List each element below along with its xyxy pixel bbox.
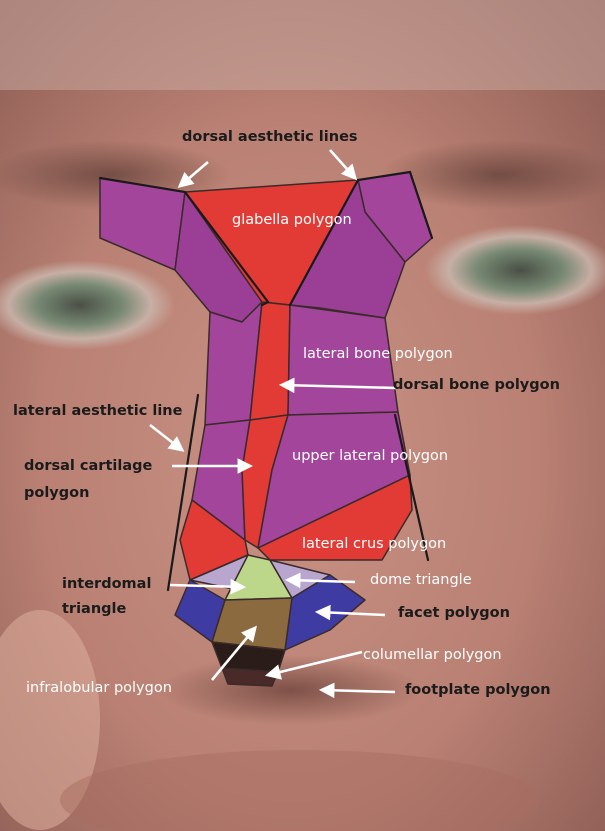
label-lateral-aesthetic-line: lateral aesthetic line: [13, 403, 183, 419]
infralobular-polygon: [212, 598, 292, 650]
label-footplate-polygon: footplate polygon: [405, 682, 551, 698]
label-dorsal-cartilage-line1: dorsal cartilage: [24, 458, 152, 474]
label-upper-lateral-polygon: upper lateral polygon: [292, 448, 448, 464]
label-glabella-polygon: glabella polygon: [232, 212, 352, 228]
label-dorsal-bone-polygon: dorsal bone polygon: [393, 377, 560, 393]
label-columellar-polygon: columellar polygon: [363, 647, 502, 663]
label-infralobular-polygon: infralobular polygon: [26, 680, 172, 696]
label-lateral-bone-polygon: lateral bone polygon: [303, 346, 453, 362]
label-dorsal-cartilage-line2: polygon: [24, 485, 89, 501]
label-lateral-crus-polygon: lateral crus polygon: [302, 536, 446, 552]
label-dorsal-aesthetic-lines: dorsal aesthetic lines: [182, 129, 358, 145]
label-facet-polygon: facet polygon: [398, 605, 510, 621]
label-interdomal-line1: interdomal: [62, 576, 151, 592]
label-interdomal-line2: triangle: [62, 601, 127, 617]
footplate-polygon: [222, 668, 278, 686]
label-dome-triangle: dome triangle: [370, 572, 472, 588]
